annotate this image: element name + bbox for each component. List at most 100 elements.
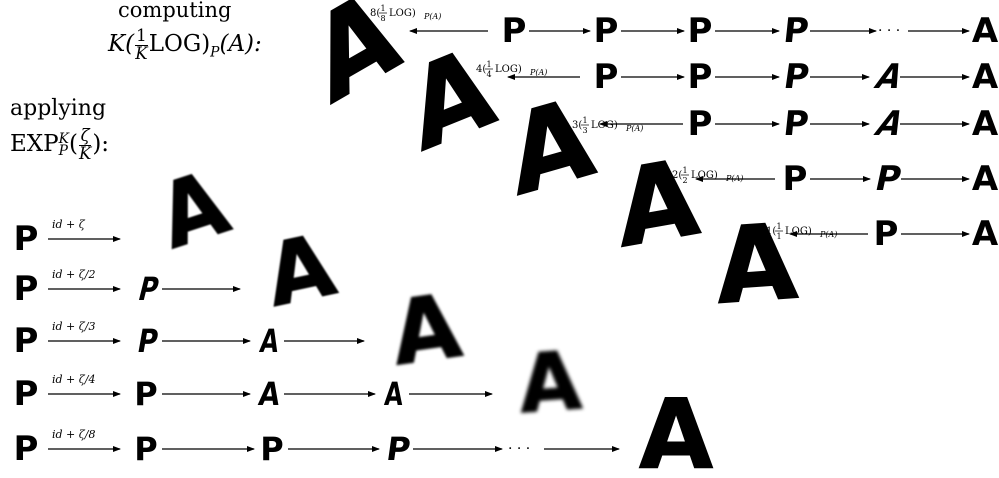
log-label-sub: P(A) xyxy=(625,124,643,133)
log-label-rest: LOG) xyxy=(389,8,416,19)
log-label-den: 8 xyxy=(380,14,385,23)
exp-row-5-dots: · · · xyxy=(508,441,530,457)
log-row-4-big-a: A xyxy=(611,135,704,272)
log-row-2-glyph-1: P xyxy=(594,57,619,97)
exp-row-4-glyph-2: A xyxy=(256,376,282,413)
log-label-sub: P(A) xyxy=(423,12,441,21)
log-label-den: 4 xyxy=(486,70,491,79)
log-label-rest: LOG) xyxy=(495,64,522,75)
log-label-k: 2( xyxy=(672,170,682,181)
computing-formula-den: K xyxy=(135,43,148,63)
log-row-3-end-a: A xyxy=(972,104,999,144)
log-label-num: 1 xyxy=(582,116,587,125)
exp-row-1-label: id + ζ xyxy=(52,218,86,231)
exp-row-1-big-a: A xyxy=(147,151,240,269)
exp-row-3-label: id + ζ/3 xyxy=(52,320,95,333)
exp-row-3-glyph-1: P xyxy=(135,323,162,360)
log-row-3-glyph-1: P xyxy=(688,104,713,144)
log-label-rest: LOG) xyxy=(785,226,812,237)
log-row-3-glyph-2: P xyxy=(782,104,811,144)
exp-row-4-glyph-1: P xyxy=(134,375,157,413)
log-label-rest: LOG) xyxy=(591,120,618,131)
log-row-4-label: 2(12 LOG) P(A) xyxy=(672,166,743,185)
log-label-sub: P(A) xyxy=(725,174,743,183)
exp-row-4-glyph-3: A xyxy=(383,376,404,413)
applying-formula-prefix: EXP xyxy=(10,131,59,158)
log-row-5-big-a: A xyxy=(712,200,801,327)
exp-row-3-start-p: P xyxy=(14,321,39,361)
exp-row-5-big-a: A xyxy=(639,379,713,478)
log-label-sub: P(A) xyxy=(819,230,837,239)
exp-row-4-label: id + ζ/4 xyxy=(52,373,95,386)
log-row-5-glyph-1: P xyxy=(874,214,899,254)
log-row-2-big-a: A xyxy=(397,21,505,176)
computing-label: computing xyxy=(118,0,232,22)
applying-formula-open: ( xyxy=(68,131,78,158)
log-label-rest: LOG) xyxy=(691,170,718,181)
log-row-2-end-a: A xyxy=(972,57,999,97)
applying-formula-den: K xyxy=(78,143,92,163)
applying-formula-num: ζ xyxy=(78,126,92,146)
log-label-k: 8( xyxy=(370,8,380,19)
log-label-num: 1 xyxy=(776,222,781,231)
log-row-1-big-a: A xyxy=(299,0,413,130)
exp-row-2-label: id + ζ/2 xyxy=(52,268,95,281)
exp-row-5-start-p: P xyxy=(14,429,39,469)
log-row-4-glyph-1: P xyxy=(783,159,808,199)
log-row-3-label: 3(13 LOG) P(A) xyxy=(572,116,643,135)
log-label-k: 3( xyxy=(572,120,582,131)
exp-row-5-glyph-3: P xyxy=(384,430,413,468)
log-label-num: 1 xyxy=(380,4,385,13)
applying-formula-sup: K xyxy=(58,130,69,147)
computing-formula-sub: P xyxy=(210,44,220,61)
applying-label: applying xyxy=(10,96,107,121)
log-row-2-label: 4(14 LOG) P(A) xyxy=(476,60,547,79)
exp-row-3-glyph-2: A xyxy=(258,323,282,360)
exp-row-5-glyph-1: P xyxy=(134,430,157,468)
log-label-num: 1 xyxy=(682,166,687,175)
log-label-den: 2 xyxy=(682,176,687,185)
log-row-1-glyph-1: P xyxy=(502,11,527,51)
log-row-2-glyph-3: P xyxy=(781,57,812,97)
log-row-1-end-a: A xyxy=(972,11,999,51)
exp-row-2-big-a: A xyxy=(257,215,343,327)
log-row-1-glyph-3: P xyxy=(688,11,713,51)
log-row-2-glyph-2: P xyxy=(688,57,713,97)
exp-row-5-glyph-2: P xyxy=(260,430,283,468)
log-row-1-glyph-2: P xyxy=(594,11,619,51)
log-label-k: 1( xyxy=(766,226,776,237)
log-row-4-end-a: A xyxy=(972,159,999,199)
computing-formula-num: 1 xyxy=(135,26,148,46)
exp-row-3-big-a: A xyxy=(385,274,467,385)
log-label-sub: P(A) xyxy=(529,68,547,77)
log-row-5-end-a: A xyxy=(972,214,999,254)
exp-row-1-start-p: P xyxy=(14,219,39,259)
log-row-1-label: 8(18 LOG) P(A) xyxy=(370,4,441,23)
log-row-3-big-a: A xyxy=(500,72,603,221)
log-row-1-glyph-4: P xyxy=(782,11,811,51)
computing-formula-mid: LOG) xyxy=(148,31,211,58)
exp-row-4-start-p: P xyxy=(14,374,39,414)
log-label-k: 4( xyxy=(476,64,486,75)
exp-row-4-big-a: A xyxy=(516,334,584,431)
log-row-4-glyph-2: P xyxy=(872,159,905,199)
exp-row-2-start-p: P xyxy=(14,269,39,309)
exp-row-5-label: id + ζ/8 xyxy=(52,428,95,441)
log-row-5-label: 1(11 LOG) P(A) xyxy=(766,222,837,241)
exp-row-2-glyph-1: P xyxy=(135,271,163,308)
log-label-den: 1 xyxy=(776,232,781,241)
applying-formula-close: ): xyxy=(92,131,110,158)
log-label-den: 3 xyxy=(582,126,587,135)
log-label-num: 1 xyxy=(486,60,491,69)
computing-formula-prefix: K( xyxy=(108,31,135,58)
log-row-1-dots: · · · xyxy=(878,23,900,39)
applying-formula-sub: P xyxy=(58,143,68,160)
computing-formula-suffix: (A): xyxy=(219,31,262,58)
